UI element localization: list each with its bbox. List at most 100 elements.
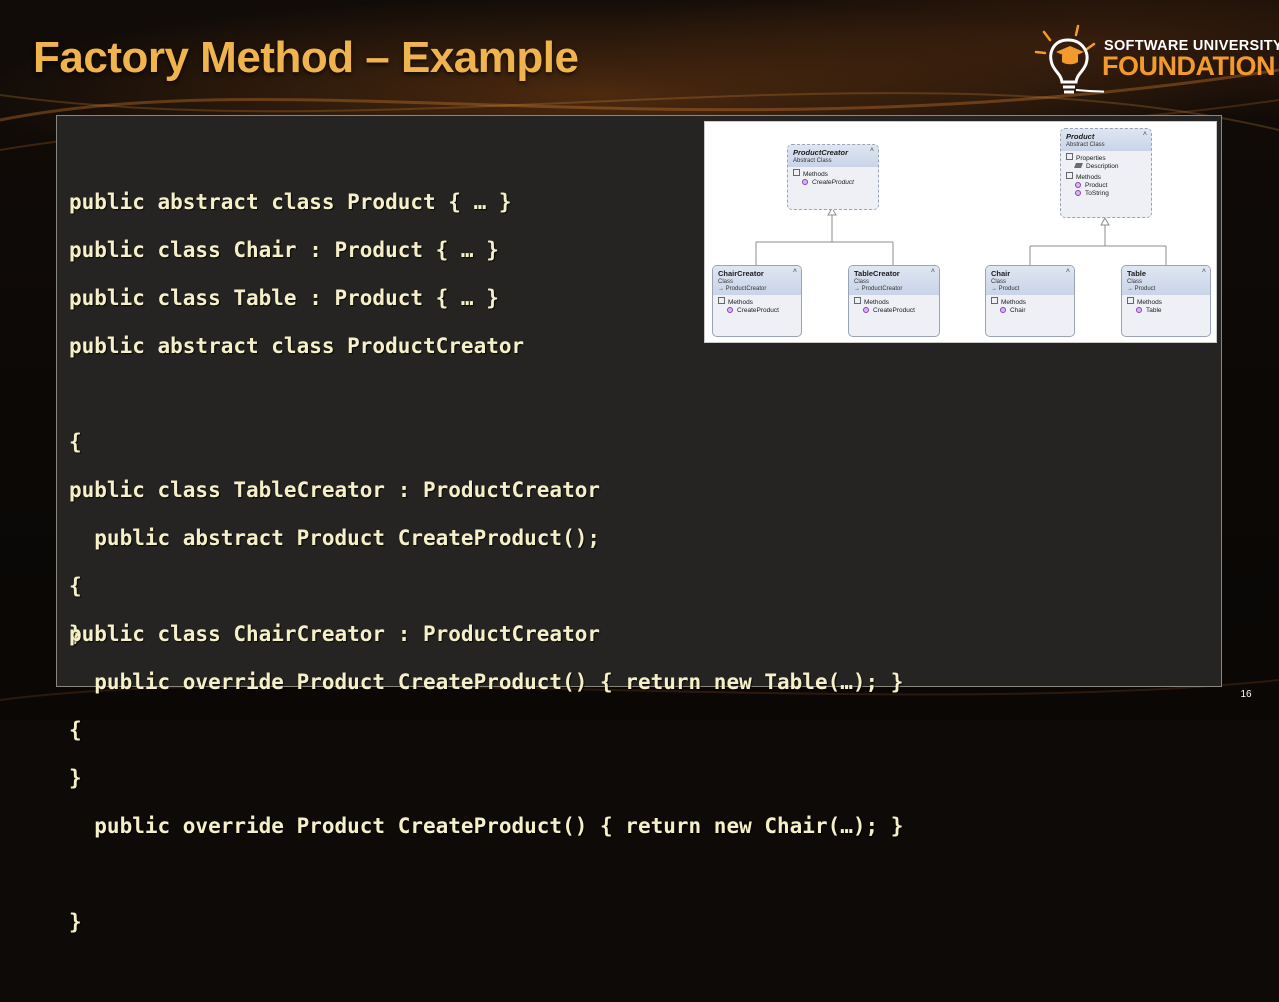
uml-class-name: TableCreator <box>854 269 900 278</box>
uml-section-methods: Methods <box>849 295 939 306</box>
uml-class-kind: Class <box>991 279 1007 285</box>
lightbulb-graduation-cap-icon <box>1034 24 1104 94</box>
uml-class-chair: Chair Class → Product ˄ Methods Chair <box>985 265 1075 337</box>
uml-class-name: Chair <box>991 269 1011 278</box>
method-icon <box>1075 190 1081 196</box>
uml-class-kind: Abstract Class <box>793 158 832 164</box>
code-line: public override Product CreateProduct() … <box>69 814 904 838</box>
uml-class-name: ChairCreator <box>718 269 764 278</box>
uml-member-label: Chair <box>1010 307 1026 314</box>
collapse-minus-icon <box>793 169 800 176</box>
code-line: public class TableCreator : ProductCreat… <box>69 478 601 502</box>
uml-member: ToString <box>1061 189 1151 197</box>
collapse-minus-icon <box>854 297 861 304</box>
uml-section-label: Methods <box>728 299 753 306</box>
code-block-table: public class Table : Product { … } <box>69 218 499 378</box>
collapse-minus-icon <box>1066 153 1073 160</box>
uml-class-table: Table Class → Product ˄ Methods Table <box>1121 265 1211 337</box>
uml-class-kind: Class <box>854 279 870 285</box>
uml-class-chair-creator: ChairCreator Class → ProductCreator ˄ Me… <box>712 265 802 337</box>
collapse-minus-icon <box>718 297 725 304</box>
uml-section-label: Methods <box>1001 299 1026 306</box>
uml-section-label: Methods <box>1076 174 1101 181</box>
uml-class-header: Product Abstract Class ˄ <box>1061 129 1151 151</box>
method-icon <box>1075 182 1081 188</box>
uml-member: CreateProduct <box>849 306 939 314</box>
uml-class-name: Product <box>1066 132 1095 141</box>
code-line: public abstract class Product { … } <box>69 190 512 214</box>
collapse-chevron-icon: ˄ <box>1142 131 1147 138</box>
uml-member: Table <box>1122 306 1210 314</box>
uml-base-label: Product <box>998 286 1020 292</box>
uml-class-base: → Product <box>991 286 1020 292</box>
code-line: public abstract class ProductCreator <box>69 334 525 358</box>
uml-class-diagram: ProductCreator Abstract Class ˄ Methods … <box>704 121 1217 343</box>
uml-member-label: CreateProduct <box>873 307 915 314</box>
code-line: public class ChairCreator : ProductCreat… <box>69 622 601 646</box>
uml-member-label: CreateProduct <box>812 179 854 186</box>
uml-member-label: CreateProduct <box>737 307 779 314</box>
code-block-product-creator: public abstract class ProductCreator { p… <box>69 266 600 714</box>
uml-class-kind: Abstract Class <box>1066 142 1105 148</box>
code-line: public override Product CreateProduct() … <box>69 670 904 694</box>
uml-section-label: Methods <box>864 299 889 306</box>
uml-section-methods: Methods <box>1061 170 1151 181</box>
uml-member: Product <box>1061 181 1151 189</box>
method-icon <box>727 307 733 313</box>
uml-section-methods: Methods <box>788 167 878 178</box>
code-line: { <box>69 430 82 454</box>
uml-member-label: Product <box>1085 182 1108 189</box>
code-line: public class Table : Product { … } <box>69 286 499 310</box>
uml-section-methods: Methods <box>1122 295 1210 306</box>
code-line: } <box>69 910 82 934</box>
collapse-chevron-icon: ˄ <box>1065 268 1070 275</box>
uml-member: Description <box>1061 162 1151 170</box>
method-icon <box>863 307 869 313</box>
logo-text-software-university: SOFTWARE UNIVERSITY <box>1104 38 1279 54</box>
uml-class-base: → Product <box>1127 286 1156 292</box>
uml-section-label: Methods <box>1137 299 1162 306</box>
code-block-product-declarations: public abstract class Product { … } <box>69 122 512 282</box>
method-icon <box>1136 307 1142 313</box>
uml-class-header: ChairCreator Class → ProductCreator ˄ <box>713 266 801 295</box>
uml-class-table-creator: TableCreator Class → ProductCreator ˄ Me… <box>848 265 940 337</box>
uml-base-label: Product <box>1134 286 1156 292</box>
uml-inheritance-lines <box>755 206 1167 265</box>
code-line: { <box>69 574 82 598</box>
uml-class-base: → ProductCreator <box>718 286 767 292</box>
uml-member: Chair <box>986 306 1074 314</box>
logo-text-foundation: FOUNDATION <box>1102 51 1275 81</box>
uml-member-label: ToString <box>1085 190 1109 197</box>
collapse-chevron-icon: ˄ <box>792 268 797 275</box>
page-number: 16 <box>1240 689 1252 700</box>
code-line: public abstract Product CreateProduct(); <box>69 526 601 550</box>
code-line: public class Chair : Product { … } <box>69 238 499 262</box>
uml-base-label: ProductCreator <box>861 286 903 292</box>
collapse-chevron-icon: ˄ <box>1201 268 1206 275</box>
method-icon <box>802 179 808 185</box>
uml-class-header: TableCreator Class → ProductCreator ˄ <box>849 266 939 295</box>
uml-member-label: Description <box>1086 163 1119 170</box>
collapse-chevron-icon: ˄ <box>869 147 874 154</box>
property-icon <box>1074 163 1083 168</box>
code-line: } <box>69 622 82 646</box>
uml-section-label: Methods <box>803 171 828 178</box>
uml-section-methods: Methods <box>986 295 1074 306</box>
method-icon <box>1000 307 1006 313</box>
collapse-minus-icon <box>1066 172 1073 179</box>
uml-class-name: Table <box>1127 269 1147 278</box>
uml-member: CreateProduct <box>788 178 878 186</box>
code-line: { <box>69 718 82 742</box>
collapse-minus-icon <box>1127 297 1134 304</box>
slide-title: Factory Method – Example <box>33 33 579 82</box>
softuni-foundation-logo: SOFTWARE UNIVERSITY FOUNDATION <box>1034 22 1279 98</box>
uml-section-label: Properties <box>1076 155 1106 162</box>
uml-section-methods: Methods <box>713 295 801 306</box>
uml-class-header: ProductCreator Abstract Class ˄ <box>788 145 878 167</box>
uml-section-properties: Properties <box>1061 151 1151 162</box>
uml-class-header: Table Class → Product ˄ <box>1122 266 1210 295</box>
uml-member-label: Table <box>1146 307 1162 314</box>
uml-class-kind: Class <box>1127 279 1143 285</box>
uml-class-header: Chair Class → Product ˄ <box>986 266 1074 295</box>
collapse-chevron-icon: ˄ <box>930 268 935 275</box>
